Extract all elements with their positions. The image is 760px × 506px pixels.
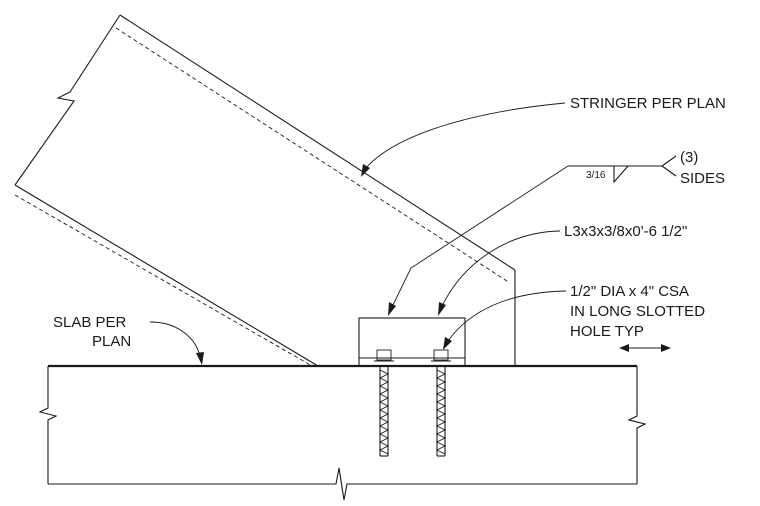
angle-callout: L3x3x3/8x0'-6 1/2" [438,223,687,316]
slab-arrow-head [196,352,204,365]
weld-fillet-triangle [613,165,629,184]
anchor-arrow-head [443,337,452,350]
angle-arrow-head [438,302,446,316]
weld-arrow-head [388,302,396,316]
slab-callout: SLAB PER PLAN [53,314,204,365]
angle-outline [358,317,466,367]
weld-size-label: 3/16 [586,170,606,181]
weld-count-label: (3) [680,149,698,166]
anchor-label-line1: 1/2" DIA x 4" CSA [570,283,689,300]
anchor-label-line3: HOLE TYP [570,323,644,340]
stringer [14,14,516,367]
slab [38,364,647,501]
slab-left-edge [38,366,58,484]
slab-label-line1: SLAB PER [53,314,127,331]
stringer-arrow-head [361,164,370,177]
anchor-label-line2: IN LONG SLOTTED [570,303,705,320]
stringer-label: STRINGER PER PLAN [570,95,726,112]
slot-arrow-right-head [661,344,671,352]
stringer-callout: STRINGER PER PLAN [361,95,726,177]
angle-leader [441,230,561,307]
weld-symbol: 3/16 (3) SIDES [388,149,725,316]
stringer-flange-bottom [14,194,313,367]
anchor-left-threads [378,369,390,455]
weld-leader [391,165,569,308]
slab-label-line2: PLAN [92,333,131,350]
slot-arrow-left-head [619,344,629,352]
weld-tail [661,155,677,177]
weld-sides-label: SIDES [680,170,725,187]
slot-direction-arrow [619,344,671,352]
stringer-flange-top [115,27,511,284]
stringer-leader [365,102,566,169]
slab-leader [149,321,201,357]
anchor-left-head [376,349,392,361]
anchor-bolt-left [374,349,394,457]
anchor-right-threads [435,369,447,455]
stringer-top-edge [119,14,516,271]
angle-label: L3x3x3/8x0'-6 1/2" [564,223,687,240]
stringer-bottom-edge [14,184,319,367]
anchor-right-head [433,349,449,361]
anchor-callout: 1/2" DIA x 4" CSA IN LONG SLOTTED HOLE T… [443,283,705,350]
slab-bottom-edge [48,467,637,501]
stringer-break-line [14,14,121,186]
slab-right-edge [627,366,647,484]
anchor-leader [447,290,567,342]
anchor-bolt-right [431,349,451,457]
